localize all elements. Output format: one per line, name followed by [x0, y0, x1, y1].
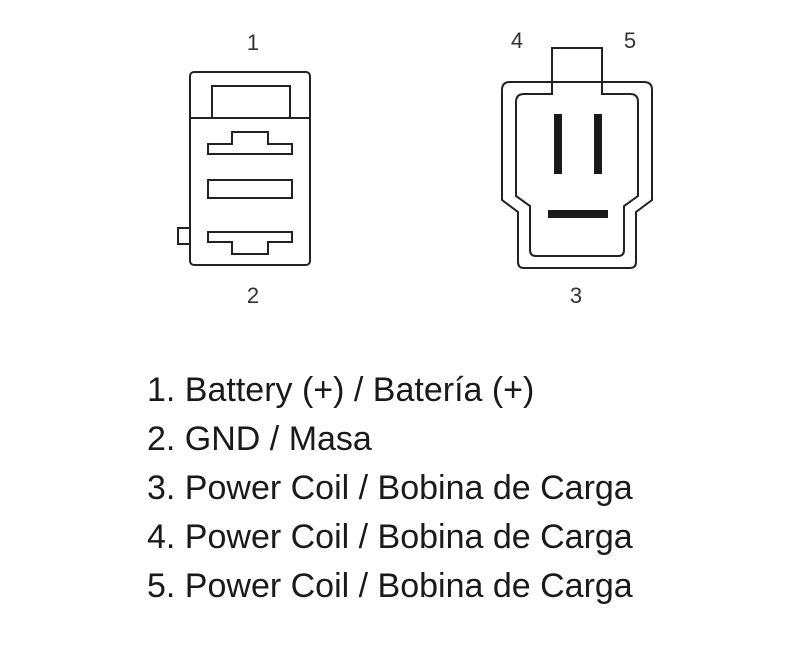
right-terminal-pin-3	[548, 210, 608, 218]
right-terminal-pin-5	[594, 114, 602, 174]
left-pin-1-label: 1	[247, 30, 259, 55]
right-connector-lock-tab	[551, 47, 603, 83]
legend-item-2: 2. GND / Masa	[147, 420, 372, 458]
right-connector: 4 5 3	[501, 28, 653, 308]
right-connector-inner-wall	[515, 82, 639, 257]
left-connector-housing	[189, 71, 311, 266]
right-pin-3-label: 3	[570, 283, 582, 308]
left-connector: 1 2	[177, 30, 311, 308]
right-connector-housing	[501, 81, 653, 269]
legend-item-5: 5. Power Coil / Bobina de Carga	[147, 567, 633, 605]
left-connector-lock-tab	[211, 85, 291, 118]
left-terminal-slot-top	[207, 131, 293, 155]
right-pin-4-label: 4	[511, 28, 523, 53]
left-connector-side-key	[177, 227, 190, 245]
pin-legend: 1. Battery (+) / Batería (+) 2. GND / Ma…	[147, 366, 633, 611]
left-terminal-slot-bottom	[207, 231, 293, 255]
right-pin-5-label: 5	[624, 28, 636, 53]
right-terminal-pin-4	[554, 114, 562, 174]
legend-item-3: 3. Power Coil / Bobina de Carga	[147, 469, 633, 507]
legend-item-1: 1. Battery (+) / Batería (+)	[147, 371, 535, 409]
connector-pinout-diagram: 1 2 4 5 3	[177, 28, 653, 308]
left-terminal-slot-middle	[207, 179, 293, 199]
left-pin-2-label: 2	[247, 283, 259, 308]
legend-item-4: 4. Power Coil / Bobina de Carga	[147, 518, 633, 556]
